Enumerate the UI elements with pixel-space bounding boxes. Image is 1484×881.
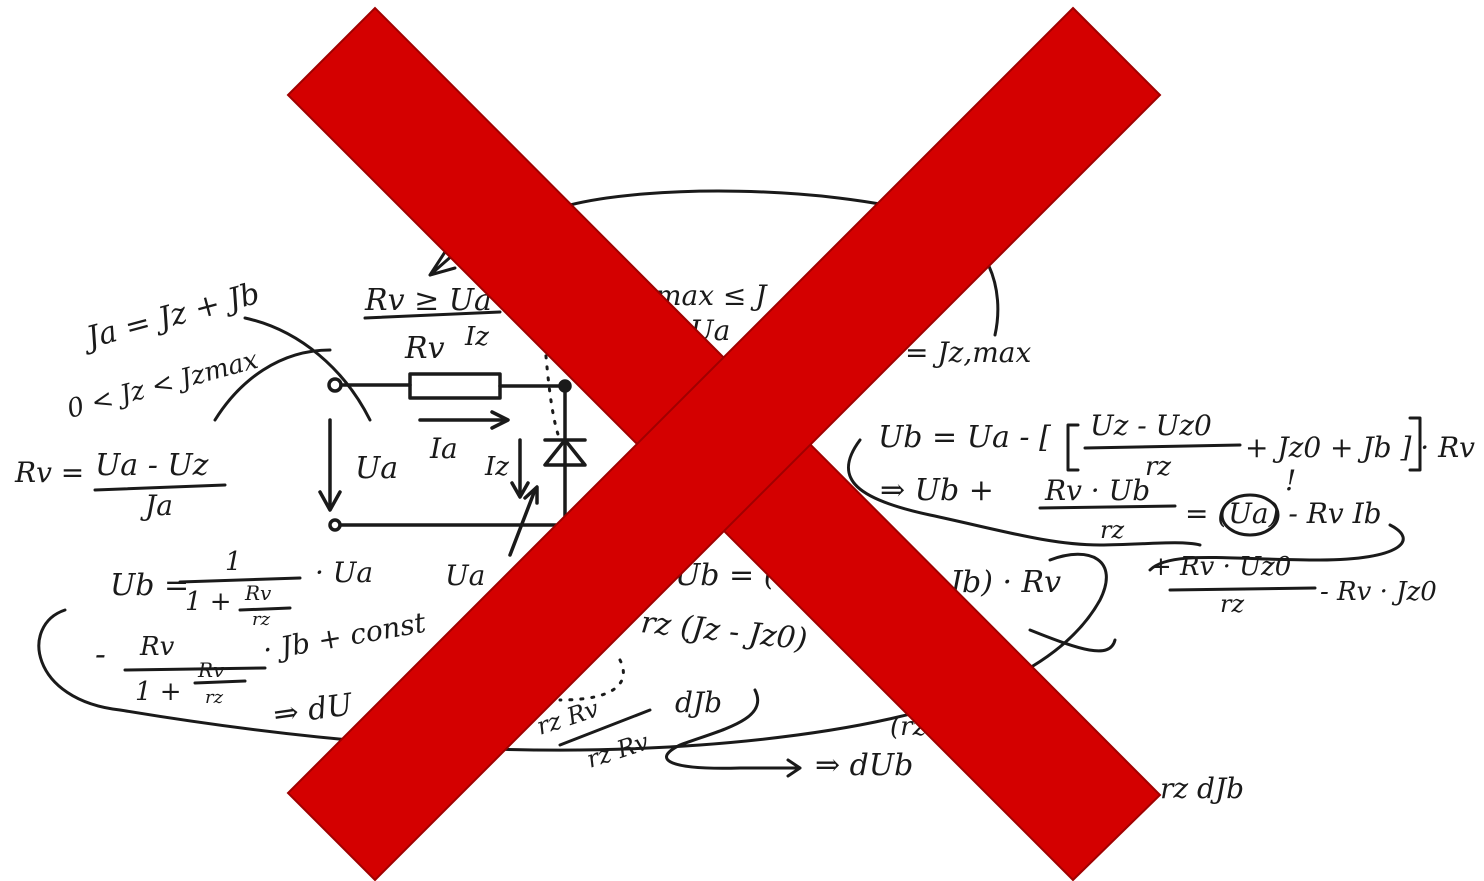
eq-ub-right-frac-den: rz	[1145, 452, 1171, 482]
eq-ub-left-den-frac-den: rz	[252, 609, 271, 630]
eq-rz-rv-2: rz Rv	[583, 727, 652, 773]
eq-du: ⇒ dU	[271, 687, 356, 733]
bracket-right	[1408, 416, 1422, 472]
eq-ub-right-2-num: Rv · Ub	[1044, 474, 1150, 507]
eq-bottom-2: rz dJb	[1160, 772, 1244, 805]
eq-minus-tail: · Jb + const	[260, 606, 428, 667]
eq-ub-left-lhs: Ub =	[110, 568, 189, 603]
eq-ub-left-den: 1 +	[185, 587, 232, 617]
eq-ub-right-2b: = (Ua) - Rv Ib	[1185, 497, 1382, 530]
curly-arrow-bottom	[665, 688, 802, 778]
eq-ia: Ja = Jz + Jb	[77, 276, 263, 357]
label-ua: Ua	[355, 451, 398, 486]
eq-ub-right-1: Ub = Ua - [	[878, 420, 1051, 455]
eq-mid-2: Jb) · Rv	[944, 565, 1061, 600]
exclaim-mark: !	[1285, 464, 1296, 497]
bottom-big-loop	[37, 552, 1108, 752]
eq-ub-right-tail: + Jz0 + Jb ] · Rv	[1245, 431, 1475, 464]
eq-djb: dJb	[675, 686, 722, 719]
eq-minus-den-frac-num: Rv	[197, 658, 225, 682]
circled-ua	[1220, 493, 1280, 537]
eq-rv-top-den: Iz	[464, 322, 489, 352]
label-rv: Rv	[404, 331, 445, 366]
left-curve-arrow	[213, 316, 372, 422]
eq-minus-den: 1 +	[135, 677, 182, 707]
circuit-diagram	[318, 372, 587, 557]
eq-minus-num: Rv	[139, 632, 175, 662]
eq-jzmax: = Jz,max	[905, 336, 1031, 369]
eq-ub-left-num: 1	[225, 547, 242, 577]
eq-ub-right-2a: ⇒ Ub +	[880, 473, 994, 508]
right-hook	[1148, 523, 1405, 572]
eq-ub-right-frac-num: Uz - Uz0	[1090, 409, 1212, 442]
fraction-bars	[93, 310, 1317, 747]
label-ia: Ia	[429, 432, 458, 465]
eq-range: 0 < Jz < Jzmax	[64, 345, 262, 425]
eq-rv-top-num: Rv ≥ Ua	[364, 283, 492, 318]
bracket-left	[1066, 423, 1080, 472]
eq-ub-left-tail: · Ua	[315, 556, 373, 589]
label-iz: Iz	[484, 452, 509, 482]
eq-ub-left-den-frac-num: Rv	[244, 581, 272, 605]
eq-minus: -	[95, 635, 106, 673]
eq-rv-left-num: Ua - Uz	[95, 448, 209, 483]
eq-ub-right-3-den: rz	[1220, 590, 1244, 618]
eq-ub-right-3-num: + Rv · Uz0	[1150, 552, 1291, 582]
eq-ub-right-2-den: rz	[1100, 516, 1124, 544]
bottom-wide-loop	[847, 438, 1202, 547]
eq-bottom-1: ⇒ dUb	[815, 748, 913, 783]
red-x-mark-icon	[286, 6, 1162, 881]
eq-rv-left-den: Ja	[140, 489, 173, 522]
eq-rv-left-lhs: Rv =	[14, 456, 84, 489]
eq-ub-right-3-tail: - Rv · Jz0	[1320, 577, 1437, 607]
eq-mid-ua: Ua	[445, 559, 485, 592]
eq-mid-3: rz (Jz - Jz0)	[639, 605, 809, 657]
red-x-stroke-2	[286, 6, 1162, 881]
eq-minus-den-frac-den: rz	[205, 687, 224, 708]
arc-small-right	[1028, 628, 1117, 653]
dotted-curve	[543, 343, 625, 702]
